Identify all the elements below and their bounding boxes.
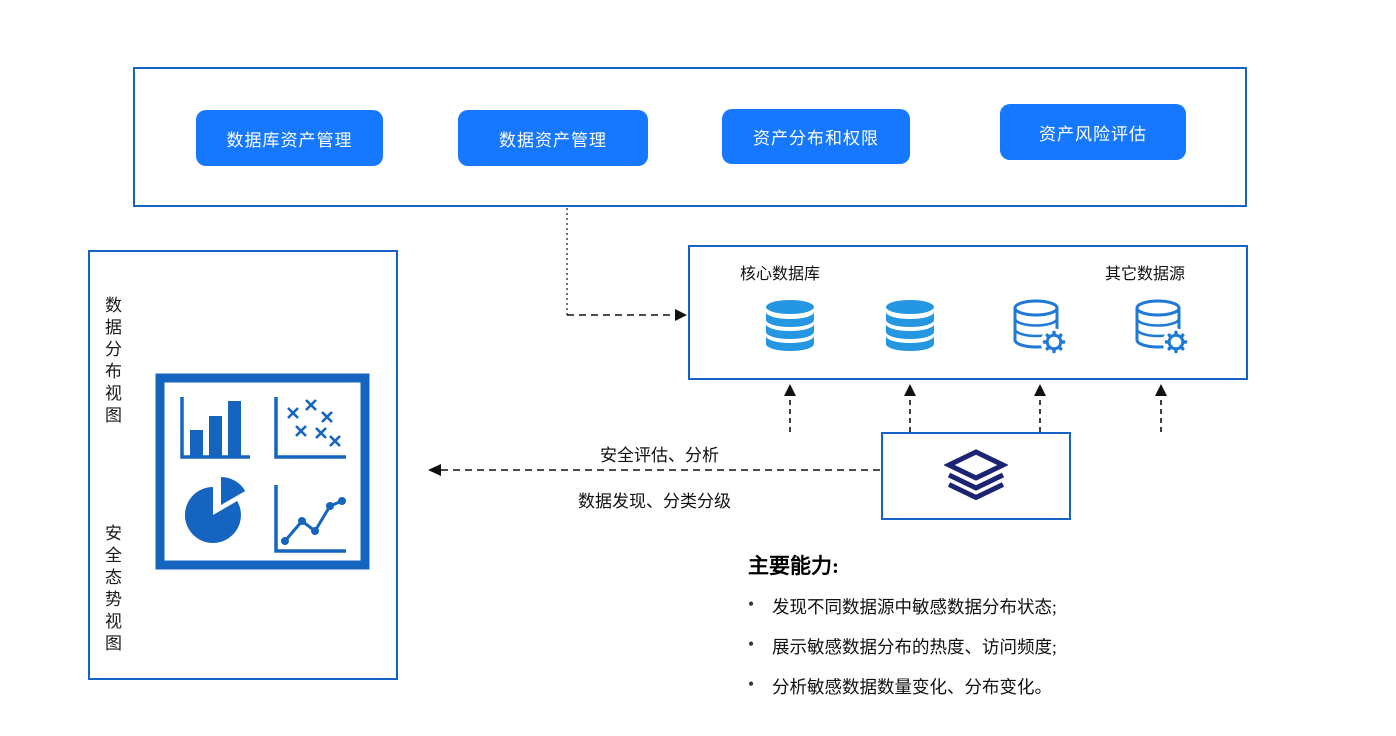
discovery-flow-label: 数据发现、分类分级 (578, 492, 731, 511)
arrowhead-up-icon (784, 384, 796, 396)
database-icon (886, 300, 934, 351)
other-datasource-label: 其它数据源 (1105, 266, 1186, 283)
gear-icon (1164, 330, 1188, 354)
dashboard-charts-icon (155, 373, 370, 570)
core-database-icon-1 (764, 298, 816, 361)
pie-chart-icon (184, 477, 246, 543)
bullet-icon: • (748, 634, 755, 654)
database-gear-icon (1013, 299, 1068, 356)
security-posture-view-label: 安全态势视图 (102, 524, 121, 656)
assessment-flow-label: 安全评估、分析 (600, 446, 719, 465)
discovery-engine-box (881, 432, 1071, 520)
core-database-icon-2 (884, 298, 936, 361)
button-database-asset-management[interactable]: 数据库资产管理 (196, 110, 383, 166)
charts-frame (155, 373, 370, 570)
arrowhead-up-icon (1034, 384, 1046, 396)
scatter-chart-icon (274, 397, 346, 459)
data-distribution-view-label: 数据分布视图 (102, 296, 121, 428)
database-gear-icon (1135, 299, 1190, 356)
arrowhead-up-icon (1155, 384, 1167, 396)
capability-item: • 发现不同数据源中敏感数据分布状态; (748, 594, 1188, 619)
capabilities-list: • 发现不同数据源中敏感数据分布状态; • 展示敏感数据分布的热度、访问频度; … (748, 594, 1188, 699)
core-database-label: 核心数据库 (740, 266, 821, 283)
arrowhead-left-icon (428, 464, 441, 476)
bullet-icon: • (748, 594, 755, 614)
capability-text: 分析敏感数据数量变化、分布变化。 (772, 677, 1052, 697)
line-chart-icon (274, 485, 346, 553)
other-datasource-icon-2 (1133, 298, 1191, 361)
capability-item: • 分析敏感数据数量变化、分布变化。 (748, 674, 1188, 699)
gear-icon (1042, 330, 1066, 354)
bar-chart-icon (180, 397, 250, 459)
capability-text: 展示敏感数据分布的热度、访问频度; (772, 637, 1057, 657)
arrowhead-up-icon (904, 384, 916, 396)
button-asset-distribution-permissions[interactable]: 资产分布和权限 (722, 109, 910, 164)
button-data-asset-management[interactable]: 数据资产管理 (458, 110, 648, 166)
capability-text: 发现不同数据源中敏感数据分布状态; (772, 597, 1057, 617)
arrowhead-right-icon (675, 309, 687, 321)
capabilities-title: 主要能力: (748, 554, 839, 578)
capabilities-section: 主要能力: • 发现不同数据源中敏感数据分布状态; • 展示敏感数据分布的热度、… (748, 550, 1188, 714)
capability-item: • 展示敏感数据分布的热度、访问频度; (748, 634, 1188, 659)
button-asset-risk-assessment[interactable]: 资产风险评估 (1000, 104, 1186, 160)
layers-icon (944, 449, 1008, 501)
other-datasource-icon-1 (1011, 298, 1069, 361)
database-icon (766, 300, 814, 351)
bullet-icon: • (748, 674, 755, 694)
